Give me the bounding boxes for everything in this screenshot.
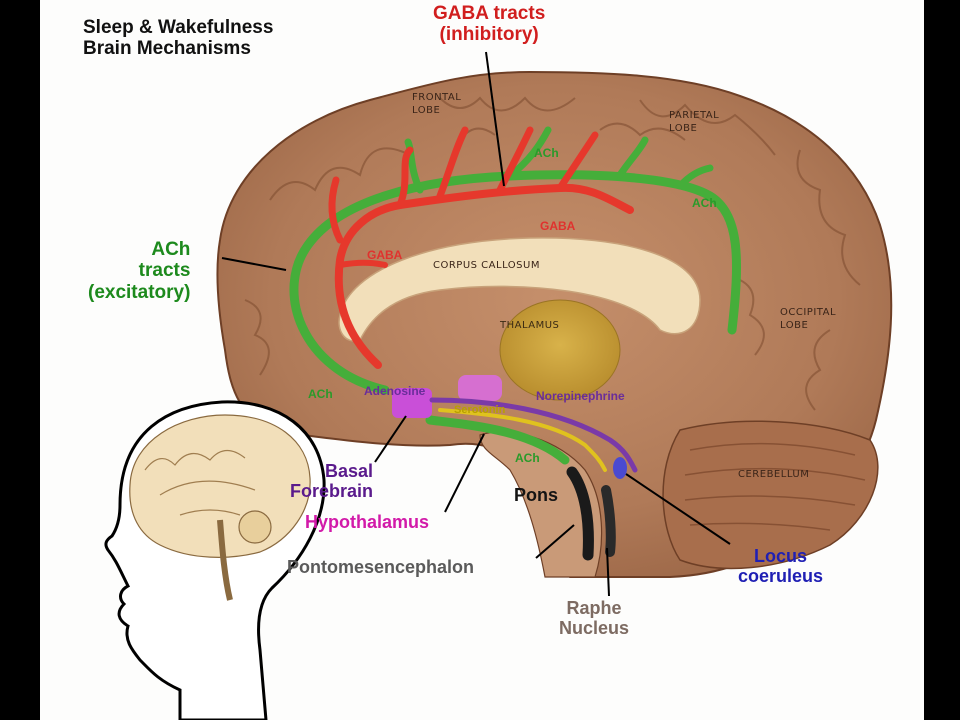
ach-tracts-green	[289, 126, 741, 465]
parietal-lobe-label: PARIETAL LOBE	[669, 110, 719, 135]
ach-tracts-callout: ACh tracts (excitatory)	[88, 239, 190, 303]
occipital-lobe-label: OCCIPITAL LOBE	[780, 307, 836, 332]
hypothalamus-site	[458, 375, 502, 401]
ach-tracts-line-3: (excitatory)	[88, 281, 191, 303]
locus-line-2: coeruleus	[738, 566, 824, 587]
pontomesencephalon-band	[566, 466, 594, 561]
ach-tracts-line-1: ACh	[151, 239, 191, 260]
title-line-1: Sleep & Wakefulness	[83, 17, 274, 38]
adenosine-label: Adenosine	[364, 384, 426, 398]
cerebellum	[662, 420, 879, 570]
hypothalamus-callout: Hypothalamus	[305, 512, 430, 532]
serotonin-label: Serotonin	[454, 404, 506, 416]
head-profile-icon	[104, 400, 326, 720]
cerebellum-label: CEREBELLUM	[738, 469, 810, 480]
raphe-nucleus-callout: Raphe Nucleus	[559, 598, 629, 638]
occipital-lobe-line-1: OCCIPITAL	[780, 307, 837, 318]
raphe-line-1: Raphe	[566, 598, 622, 618]
parietal-lobe-line-2: LOBE	[669, 122, 698, 134]
frontal-lobe-line-1: FRONTAL	[412, 92, 462, 103]
gaba-tracts-red	[328, 126, 634, 369]
thalamus-label: THALAMUS	[500, 320, 560, 331]
norepinephrine-tract	[429, 397, 638, 473]
gyri-texture	[244, 96, 861, 411]
raphe-nucleus-band	[601, 485, 616, 557]
thalamus	[499, 299, 621, 401]
pontomesencephalon-callout: Pontomesencephalon	[287, 557, 475, 577]
basal-forebrain-callout: Basal Forebrain	[290, 461, 373, 501]
basal-forebrain-line-2: Forebrain	[290, 481, 374, 502]
occipital-lobe-line-2: LOBE	[780, 319, 809, 331]
title-line-2: Brain Mechanisms	[83, 38, 251, 60]
diagram-title: Sleep & Wakefulness Brain Mechanisms	[83, 17, 273, 60]
gaba-tracts-line-1: GABA tracts	[433, 3, 546, 24]
gaba-tracts-line-2: (inhibitory)	[439, 24, 539, 46]
cerebellum-folia	[684, 442, 866, 531]
leader-lines	[221, 51, 731, 597]
ach-label-brainstem: ACh	[515, 451, 540, 465]
pons-callout: Pons	[514, 485, 559, 505]
locus-coeruleus-site	[613, 457, 627, 479]
diagram-panel: Sleep & Wakefulness Brain Mechanisms GAB…	[40, 0, 924, 720]
raphe-line-2: Nucleus	[559, 618, 630, 639]
corpus-callosum	[338, 237, 701, 342]
basal-forebrain-line-1: Basal	[324, 461, 374, 481]
parietal-lobe-line-1: PARIETAL	[669, 110, 720, 121]
ach-tracts-line-2: tracts	[138, 260, 191, 282]
ach-label-lower-left: ACh	[308, 387, 333, 401]
gaba-label-right: GABA	[540, 219, 576, 233]
locus-line-1: Locus	[754, 546, 808, 566]
brain-diagram-art	[104, 51, 893, 720]
frontal-lobe-line-2: LOBE	[412, 104, 441, 116]
frontal-lobe-label: FRONTAL LOBE	[412, 92, 461, 117]
gaba-tracts-callout: GABA tracts (inhibitory)	[433, 3, 545, 46]
ach-label-top: ACh	[534, 146, 559, 160]
serotonin-tract	[438, 408, 607, 472]
corpus-callosum-label: CORPUS CALLOSUM	[433, 260, 540, 271]
ach-label-right: ACh	[692, 196, 717, 210]
adenosine-site	[392, 388, 432, 418]
locus-coeruleus-callout: Locus coeruleus	[738, 546, 823, 586]
norepinephrine-label: Norepinephrine	[536, 389, 625, 403]
gaba-label-left: GABA	[367, 248, 403, 262]
